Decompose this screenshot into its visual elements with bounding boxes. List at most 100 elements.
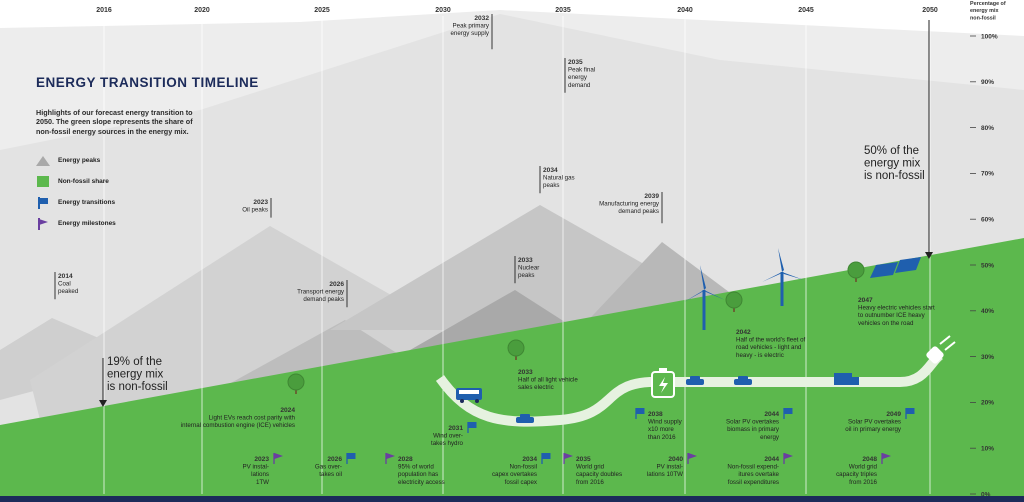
label-text: energy supply — [450, 30, 489, 37]
solar-panels-icon — [870, 257, 921, 278]
y-tick-label: 50% — [981, 262, 994, 269]
label-text: Oil peaks — [242, 207, 268, 214]
label-text: sales electric — [518, 384, 554, 391]
y-tick-label: 60% — [981, 217, 994, 224]
purple-flag-icon — [688, 453, 697, 459]
axis-year-label: 2035 — [555, 7, 571, 14]
purple-flag-icon — [274, 453, 283, 459]
blue-flag-icon — [36, 196, 50, 209]
bus-icon — [456, 388, 482, 403]
label-text: peaks — [518, 272, 535, 279]
label-text: from 2016 — [576, 479, 604, 486]
label-year: 2042 — [736, 329, 751, 336]
purple-flag-icon — [784, 453, 793, 459]
label-text: biomass in primary — [727, 426, 780, 433]
label-text: Wind over- — [433, 433, 463, 440]
blue-flag-icon — [636, 408, 645, 414]
label-text: 95% of world — [398, 464, 434, 471]
label-year: 2032 — [474, 15, 489, 22]
y-axis-title: non-fossil — [970, 15, 996, 21]
label-text: itures overtake — [738, 471, 779, 478]
purple-flag-icon — [882, 453, 891, 459]
plug-icon — [926, 335, 956, 364]
label-text: electricity access — [398, 479, 445, 486]
y-axis-title: energy mix — [970, 8, 998, 14]
label-text: population has — [398, 471, 438, 478]
legend-label: Energy transitions — [58, 199, 116, 206]
label-text: Natural gas — [543, 175, 575, 182]
blue-flag-icon — [906, 408, 915, 414]
label-text: x10 more — [648, 426, 674, 433]
label-year: 2024 — [280, 407, 295, 414]
label-text: takes hydro — [431, 440, 464, 447]
label-year: 2031 — [448, 425, 463, 432]
label-text: demand peaks — [618, 208, 659, 215]
label-text: peaks — [543, 182, 560, 189]
label-text: takes oil — [319, 471, 342, 478]
peak-oil-mountain — [30, 226, 470, 420]
legend-label: Non-fossil share — [58, 178, 109, 185]
label-year: 2028 — [398, 456, 413, 463]
y-tick-label: 20% — [981, 400, 994, 407]
label-year: 2014 — [58, 273, 73, 280]
label-text: lations — [251, 471, 269, 478]
axis-year-label: 2025 — [314, 7, 330, 14]
y-axis-title: Percentage of — [970, 1, 1006, 7]
label-text: energy — [568, 74, 588, 81]
label-text: Solar PV overtakes — [848, 419, 901, 426]
label-text: Gas over- — [315, 464, 342, 471]
legend-label: Energy peaks — [58, 157, 101, 164]
label-text: oil in primary energy — [845, 426, 902, 433]
callout-text: is non-fossil — [107, 381, 168, 393]
year-gridlines — [103, 16, 931, 494]
label-year: 2033 — [518, 257, 533, 264]
label-text: fossil capex — [505, 479, 538, 486]
tree-icon — [725, 291, 743, 312]
purple-flag-icon — [564, 453, 573, 459]
callout-text: energy mix — [864, 158, 920, 170]
label-text: PV instal- — [243, 464, 269, 471]
axis-year-label: 2020 — [194, 7, 210, 14]
tree-icon — [287, 373, 305, 394]
label-year: 2026 — [329, 281, 344, 288]
label-year: 2033 — [518, 369, 533, 376]
car-icon — [686, 376, 704, 385]
axis-year-label: 2016 — [96, 7, 112, 14]
label-text: World grid — [849, 464, 878, 471]
label-text: Half of all light vehicle — [518, 377, 578, 384]
car-icon — [516, 414, 534, 423]
label-text: demand peaks — [303, 296, 344, 303]
label-text: peaked — [58, 288, 79, 295]
label-text: Non-fossil — [509, 464, 537, 471]
label-text: Heavy electric vehicles start — [858, 305, 935, 312]
label-text: demand — [568, 82, 591, 89]
label-text: PV instal- — [657, 464, 683, 471]
tree-icon — [507, 339, 525, 360]
label-text: lations 10TW — [647, 471, 683, 478]
legend-item: Non-fossil share — [36, 171, 116, 192]
label-text: 1TW — [256, 479, 269, 486]
title-block: ENERGY TRANSITION TIMELINE Highlights of… — [36, 75, 336, 136]
label-text: Coal — [58, 281, 71, 288]
y-tick-label: 80% — [981, 125, 994, 132]
blue-flag-icon — [347, 453, 356, 459]
